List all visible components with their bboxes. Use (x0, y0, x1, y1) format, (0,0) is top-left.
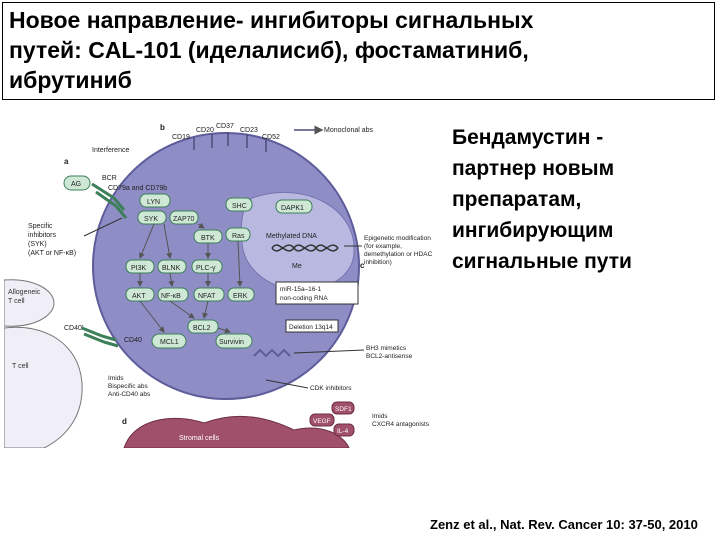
imids2-1: Imids (372, 413, 388, 420)
bh3-2: BCL2-antisense (366, 353, 413, 360)
survivin-label: Survivin (219, 339, 244, 346)
mcl1-label: MCL1 (160, 339, 179, 346)
specific-inhibitors-1: Specific (28, 223, 53, 230)
specific-inhibitors-3: (SYK) (28, 241, 47, 248)
imids2-2: CXCR4 antagonists (372, 421, 430, 428)
ras-label: Ras (232, 233, 245, 240)
ag-node (63, 175, 91, 191)
cd40-label: CD40 (124, 337, 142, 344)
allogeneic-label-1: Allogeneic (8, 289, 41, 296)
marker-cd52: CD52 (262, 134, 280, 141)
nfat-label: NFAT (198, 293, 216, 300)
survivin-node (215, 333, 253, 349)
signaling-pathway-figure: Stromal cells T cell Allogeneic T cell C… (4, 123, 433, 448)
dapk1-label: DAPK1 (281, 205, 304, 212)
epigenetic-1: Epigenetic modification (364, 235, 431, 242)
lyn-label: LYN (147, 199, 160, 206)
panel-c: c (360, 261, 365, 270)
akt-label: AKT (132, 293, 146, 300)
marker-cd37: CD37 (216, 123, 234, 130)
plcg-label: PLC-γ (196, 265, 216, 272)
erk-node (227, 287, 255, 302)
side-note: Бендамустин - партнер новым препаратам, … (452, 122, 712, 277)
t-cell-shape (4, 326, 83, 448)
lyn-node (139, 193, 171, 208)
specific-inhibitors-4: (AKT or NF-κB) (28, 250, 76, 257)
methylated-dna-label: Methylated DNA (266, 233, 317, 240)
slide-title: Новое направление- ингибиторы сигнальных… (2, 2, 715, 100)
erk-label: ERK (233, 293, 248, 300)
me-label: Me (292, 263, 302, 270)
bh3-1: BH3 mimetics (366, 345, 407, 352)
epigenetic-2: (for example, (364, 243, 402, 250)
shc-label: SHC (232, 203, 247, 210)
side-line-2: партнер новым (452, 157, 615, 180)
nfkb-node (157, 287, 189, 302)
blnk-label: BLNK (162, 265, 181, 272)
imids-2: Bispecific abs (108, 383, 148, 390)
antisense-strand (253, 348, 291, 358)
vegf-label: VEGF (313, 418, 331, 425)
stromal-cell-shape (123, 415, 350, 448)
interference-label: Interference (92, 147, 129, 154)
cdk-label: CDK inhibitors (310, 385, 352, 392)
epigenetic-3: demethylation or HDAC (364, 251, 433, 258)
side-line-5: сигнальные пути (452, 250, 632, 273)
nfkb-label: NF-κB (161, 293, 181, 300)
sdf1-label: SDF1 (335, 406, 352, 413)
btk-label: BTK (201, 235, 215, 242)
imids-1: Imids (108, 375, 124, 382)
marker-cd23: CD23 (240, 127, 258, 134)
mcl1-node (151, 333, 187, 349)
marker-cd20: CD20 (196, 127, 214, 134)
title-line-1: Новое направление- ингибиторы сигнальных (9, 7, 534, 33)
side-line-3: препаратам, (452, 188, 582, 211)
bcl2-node (187, 319, 219, 334)
pi3k-label: PI3K (131, 265, 147, 272)
cd40l-label: CD40L (64, 325, 86, 332)
plcg-node (191, 259, 223, 274)
allogeneic-t-cell-shape (4, 279, 55, 327)
blnk-node (157, 259, 187, 274)
syk-node (137, 210, 167, 225)
title-line-2: путей: CAL-101 (иделалисиб), фостаматини… (9, 37, 529, 63)
t-cell-label: T cell (12, 363, 29, 370)
syk-label: SYK (144, 216, 158, 223)
monoclonal-abs-label: Monoclonal abs (324, 127, 374, 134)
cd79-label: CD79a and CD79b (108, 185, 167, 192)
mirna-2: non-coding RNA (280, 295, 328, 302)
title-line-3: ибрутиниб (9, 67, 132, 93)
mirna-box (275, 281, 359, 305)
stromal-label: Stromal cells (179, 435, 220, 442)
allogeneic-label-2: T cell (8, 298, 25, 305)
epigenetic-4: inhibition) (364, 259, 392, 266)
zap70-node (169, 210, 199, 225)
imids-3: Anti-CD40 abs (108, 391, 151, 398)
il4-node (333, 423, 355, 437)
vegf-node (309, 413, 335, 427)
dapk1-node (275, 199, 313, 214)
bcr-label: BCR (102, 175, 117, 182)
zap70-label: ZAP70 (173, 216, 195, 223)
reference-citation: Zenz et al., Nat. Rev. Cancer 10: 37-50,… (430, 517, 698, 532)
sdf1-node (331, 401, 355, 415)
deletion-label: Deletion 13q14 (289, 324, 333, 331)
marker-cd19: CD19 (172, 134, 190, 141)
ag-label: AG (71, 181, 81, 188)
panel-d: d (122, 417, 127, 426)
bcr-receptor (91, 182, 128, 219)
bcl2-label: BCL2 (193, 325, 211, 332)
specific-inhibitors-2: inhibitors (28, 232, 57, 239)
mirna-1: miR-15a–16-1 (280, 286, 322, 293)
deletion-box (285, 319, 339, 333)
side-line-4: ингибирующим (452, 219, 614, 242)
il4-label: IL-4 (337, 428, 349, 435)
side-line-1: Бендамустин - (452, 126, 604, 149)
panel-a: a (64, 157, 69, 166)
nfat-node (193, 287, 225, 302)
panel-b: b (160, 123, 165, 132)
cd40-receptor (81, 326, 119, 348)
shc-node (225, 197, 253, 212)
